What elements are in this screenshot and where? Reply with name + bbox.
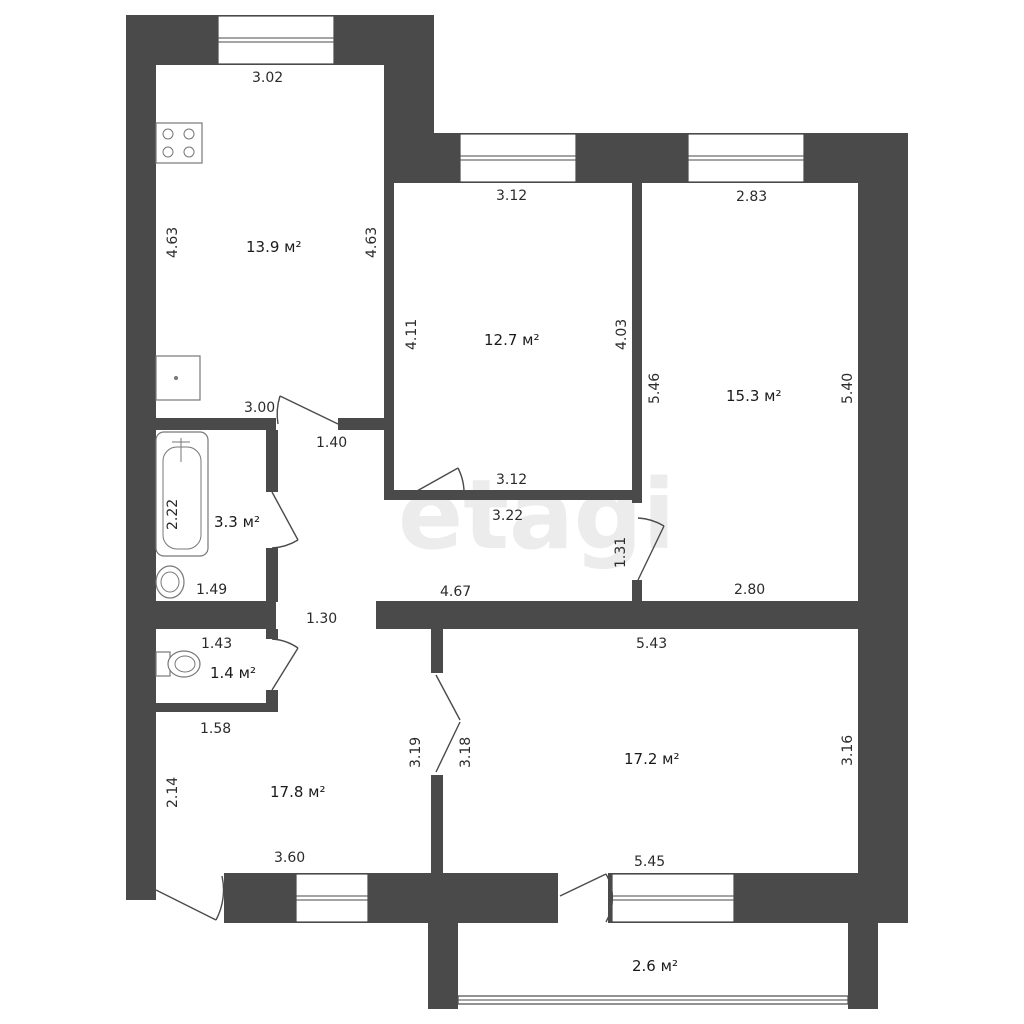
room-area-kitchen: 13.9 м² [246,238,302,256]
dim-corridor-side: 1.31 [613,537,629,568]
dim-hall-top: 1.58 [200,721,231,737]
windows [217,15,849,1005]
fixtures [155,122,209,678]
room-area-bathroom: 3.3 м² [214,513,260,531]
room-area-bedroom-center: 12.7 м² [484,331,540,349]
room-area-balcony: 2.6 м² [632,957,678,975]
dim-living-bottom: 5.45 [634,854,665,870]
room-area-hall: 17.8 м² [270,783,326,801]
dim-kitchen-left: 4.63 [165,227,181,258]
dim-toilet-top: 1.43 [201,636,232,652]
dim-bath-side: 2.22 [165,499,181,530]
dim-center-bottom: 3.12 [496,472,527,488]
sink-icon [155,355,201,401]
stove-icon [155,122,203,164]
washbasin-icon [155,565,185,599]
dim-center-left: 4.11 [404,319,420,350]
dim-door-width: 1.40 [316,435,347,451]
dim-corridor-lower: 4.67 [440,584,471,600]
bathtub-icon [155,431,209,557]
dim-right-top: 2.83 [736,189,767,205]
doors [155,395,665,923]
dim-hall-bottom: 3.60 [274,850,305,866]
dim-kitchen-right: 4.63 [364,227,380,258]
dim-center-top: 3.12 [496,188,527,204]
room-area-living: 17.2 м² [624,750,680,768]
dim-living-right: 3.16 [840,735,856,766]
room-area-bedroom-right: 15.3 м² [726,387,782,405]
dim-bath-bottom: 1.49 [196,582,227,598]
watermark: etagi [398,459,675,571]
dim-kitchen-top: 3.02 [252,70,283,86]
dim-living-left: 3.18 [458,737,474,768]
dim-hall-left: 2.14 [165,777,181,808]
dim-center-right: 4.03 [614,319,630,350]
dim-living-top: 5.43 [636,636,667,652]
room-area-toilet: 1.4 м² [210,664,256,682]
dim-corridor-upper: 3.22 [492,508,523,524]
dim-hall-right: 3.19 [408,737,424,768]
dim-right-right: 5.40 [840,373,856,404]
dim-corridor-width: 1.30 [306,611,337,627]
dim-right-left: 5.46 [647,373,663,404]
dim-right-bottom: 2.80 [734,582,765,598]
dim-kitchen-bottom: 3.00 [244,400,275,416]
